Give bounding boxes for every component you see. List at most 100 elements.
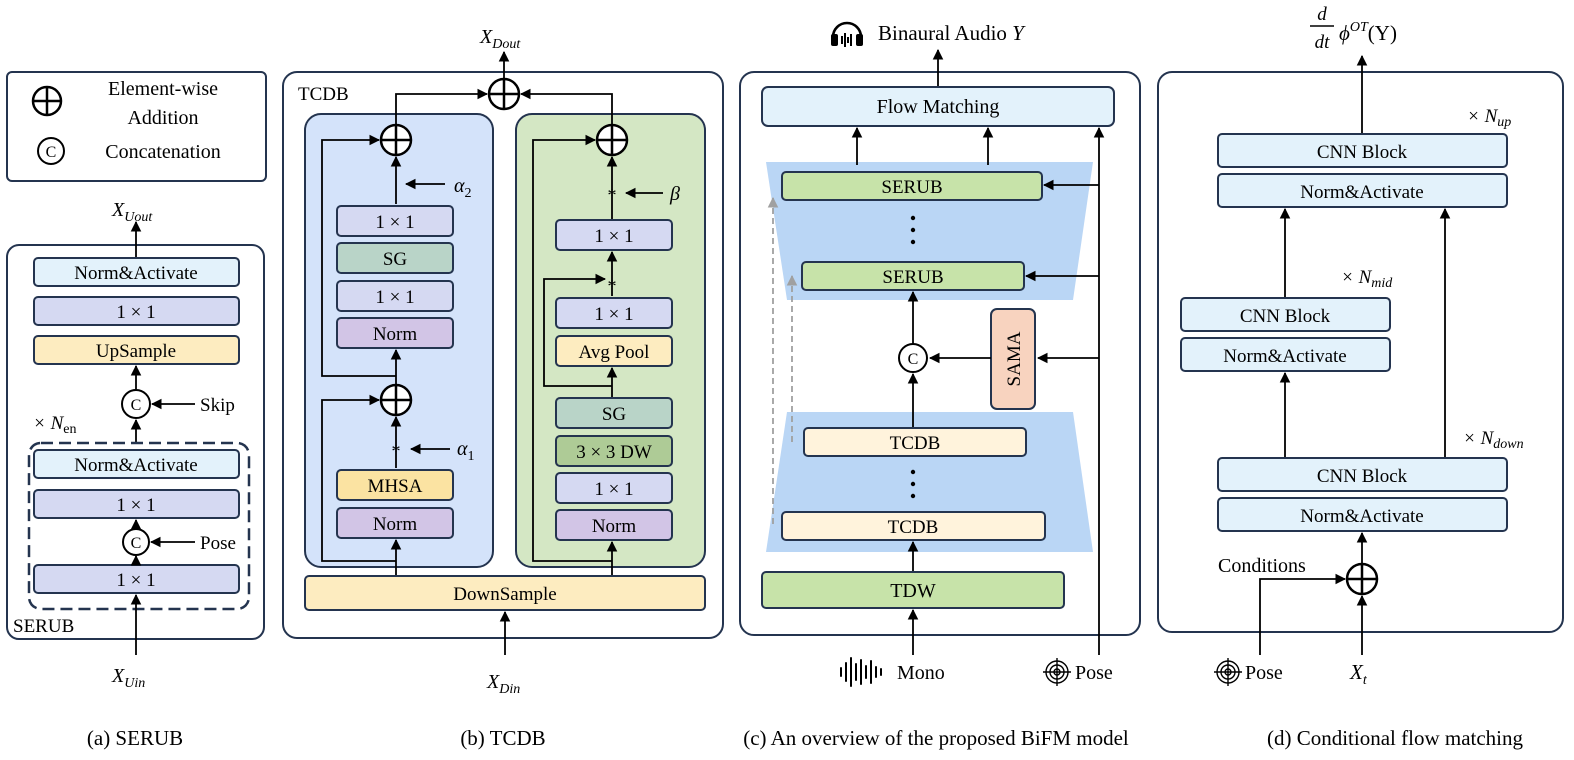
- legend-addition-line2: Addition: [127, 107, 198, 129]
- tcdb-downsample: [304, 575, 706, 611]
- bifm-tcdb-top: [803, 427, 1027, 457]
- serub-input-label: XUin: [111, 665, 145, 691]
- tcdb-left-sg: [336, 242, 454, 274]
- tcdb-left-top-addition: [379, 123, 413, 157]
- serub-repeat-group: [27, 441, 251, 611]
- svg-text:1 × 1: 1 × 1: [594, 479, 633, 500]
- tcdb-right-sg: [555, 397, 673, 429]
- bifm-decoder-ellipsis: [910, 215, 916, 245]
- tcdb-right-scale-star: *: [608, 185, 617, 205]
- caption-c: (c) An overview of the proposed BiFM mod…: [743, 726, 1129, 750]
- bifm-tcdb-bottom: [781, 511, 1046, 541]
- svg-text:Norm: Norm: [592, 516, 637, 537]
- bifm-sama: [990, 308, 1036, 410]
- cfm-repeat-up: × Nup: [1467, 106, 1511, 130]
- caption-b: (b) TCDB: [460, 726, 545, 750]
- svg-text:C: C: [908, 351, 919, 368]
- tcdb-beta: β: [669, 183, 680, 205]
- svg-text:SERUB: SERUB: [882, 267, 943, 288]
- cfm-cnn-block-up: [1217, 133, 1508, 168]
- headphones-icon: [831, 21, 863, 47]
- svg-text:Norm: Norm: [373, 324, 418, 345]
- svg-text:UpSample: UpSample: [96, 341, 176, 362]
- svg-text:SERUB: SERUB: [881, 177, 942, 198]
- bifm-output-label: Binaural Audio Y: [878, 21, 1026, 45]
- tcdb-left-conv-1x1-mid: [336, 280, 454, 312]
- waveform-icon: [840, 657, 882, 687]
- bifm-serub-bottom: [801, 261, 1025, 291]
- tcdb-right-gate-star: *: [608, 276, 617, 296]
- pose-target-icon: [1043, 658, 1071, 686]
- svg-text:1 × 1: 1 × 1: [375, 212, 414, 233]
- svg-text:C: C: [46, 144, 57, 161]
- serub-upsample: [33, 335, 240, 365]
- bifm-encoder-ellipsis: [910, 469, 916, 499]
- pose-target-icon: [1214, 658, 1242, 686]
- cfm-norm-activate-down: [1217, 497, 1508, 532]
- tcdb-left-norm-top: [336, 317, 454, 349]
- svg-text:Norm: Norm: [373, 514, 418, 535]
- caption-d: (d) Conditional flow matching: [1267, 726, 1524, 750]
- svg-text:Avg Pool: Avg Pool: [579, 342, 650, 363]
- cfm-cnn-block-down: [1217, 457, 1508, 492]
- svg-text:1 × 1: 1 × 1: [116, 495, 155, 516]
- serub-norm-activate-inner: [33, 449, 240, 479]
- tcdb-input-label: XDin: [486, 671, 520, 697]
- tcdb-left-conv-1x1-top: [336, 205, 454, 237]
- serub-block-label: SERUB: [13, 616, 74, 637]
- bifm-mono-label: Mono: [897, 662, 945, 684]
- tcdb-output-label: XDout: [479, 26, 521, 52]
- legend-addition-line1: Element-wise: [108, 78, 218, 100]
- svg-text:Norm&Activate: Norm&Activate: [1223, 346, 1346, 367]
- serub-conv-1x1-top: [33, 296, 240, 326]
- svg-text:Norm&Activate: Norm&Activate: [74, 455, 197, 476]
- tcdb-left-bottom-addition: [379, 383, 413, 417]
- serub-repeat-label: × Nen: [33, 413, 76, 437]
- tcdb-left-scale-star: *: [392, 441, 401, 461]
- tcdb-right-avg-pool: [555, 335, 673, 367]
- svg-text:1 × 1: 1 × 1: [116, 302, 155, 323]
- svg-text:TDW: TDW: [890, 580, 936, 602]
- concat-symbol: C: [37, 137, 65, 165]
- cfm-conditions-addition: [1345, 562, 1379, 596]
- tcdb-right-top-addition: [595, 123, 629, 157]
- bifm-flow-matching: [761, 86, 1115, 127]
- tcdb-block-label: TCDB: [298, 84, 349, 105]
- cfm-repeat-down: × Ndown: [1463, 428, 1524, 452]
- bifm-concat: C: [898, 343, 928, 373]
- cfm-cnn-block-mid: [1180, 297, 1391, 332]
- svg-text:TCDB: TCDB: [888, 517, 939, 538]
- svg-text:MHSA: MHSA: [368, 476, 423, 497]
- legend-concatenation: Concatenation: [105, 141, 221, 163]
- tcdb-output-addition: [487, 77, 521, 111]
- tcdb-left-mhsa: [336, 469, 454, 501]
- tcdb-right-norm: [555, 509, 673, 541]
- bifm-serub-top: [781, 171, 1043, 201]
- serub-pose-label: Pose: [200, 533, 236, 554]
- tcdb-left-norm-bottom: [336, 507, 454, 539]
- serub-pose-concat: C: [122, 528, 150, 556]
- serub-conv-1x1-mid: [33, 489, 240, 519]
- svg-text:C: C: [131, 397, 142, 414]
- svg-text:3 × 3 DW: 3 × 3 DW: [576, 442, 652, 463]
- tcdb-right-conv-1x1-top: [555, 219, 673, 251]
- svg-text:Flow Matching: Flow Matching: [877, 96, 1000, 118]
- cfm-conditions-label: Conditions: [1218, 555, 1306, 577]
- svg-text:Norm&Activate: Norm&Activate: [1300, 182, 1423, 203]
- svg-text:C: C: [131, 535, 142, 552]
- svg-text:Norm&Activate: Norm&Activate: [74, 263, 197, 284]
- tcdb-right-conv-1x1-pool: [555, 297, 673, 329]
- svg-text:SG: SG: [383, 249, 408, 270]
- svg-text:SAMA: SAMA: [1004, 331, 1025, 386]
- svg-text:ϕOT(Y): ϕOT(Y): [1339, 20, 1397, 45]
- cfm-repeat-mid: × Nmid: [1341, 267, 1393, 291]
- svg-text:CNN Block: CNN Block: [1317, 466, 1408, 487]
- cfm-input-label: Xt: [1349, 660, 1368, 688]
- serub-skip-label: Skip: [200, 395, 235, 416]
- svg-text:TCDB: TCDB: [890, 433, 941, 454]
- addition-symbol: [31, 85, 63, 117]
- serub-output-label: XUout: [111, 199, 153, 225]
- svg-text:1 × 1: 1 × 1: [594, 226, 633, 247]
